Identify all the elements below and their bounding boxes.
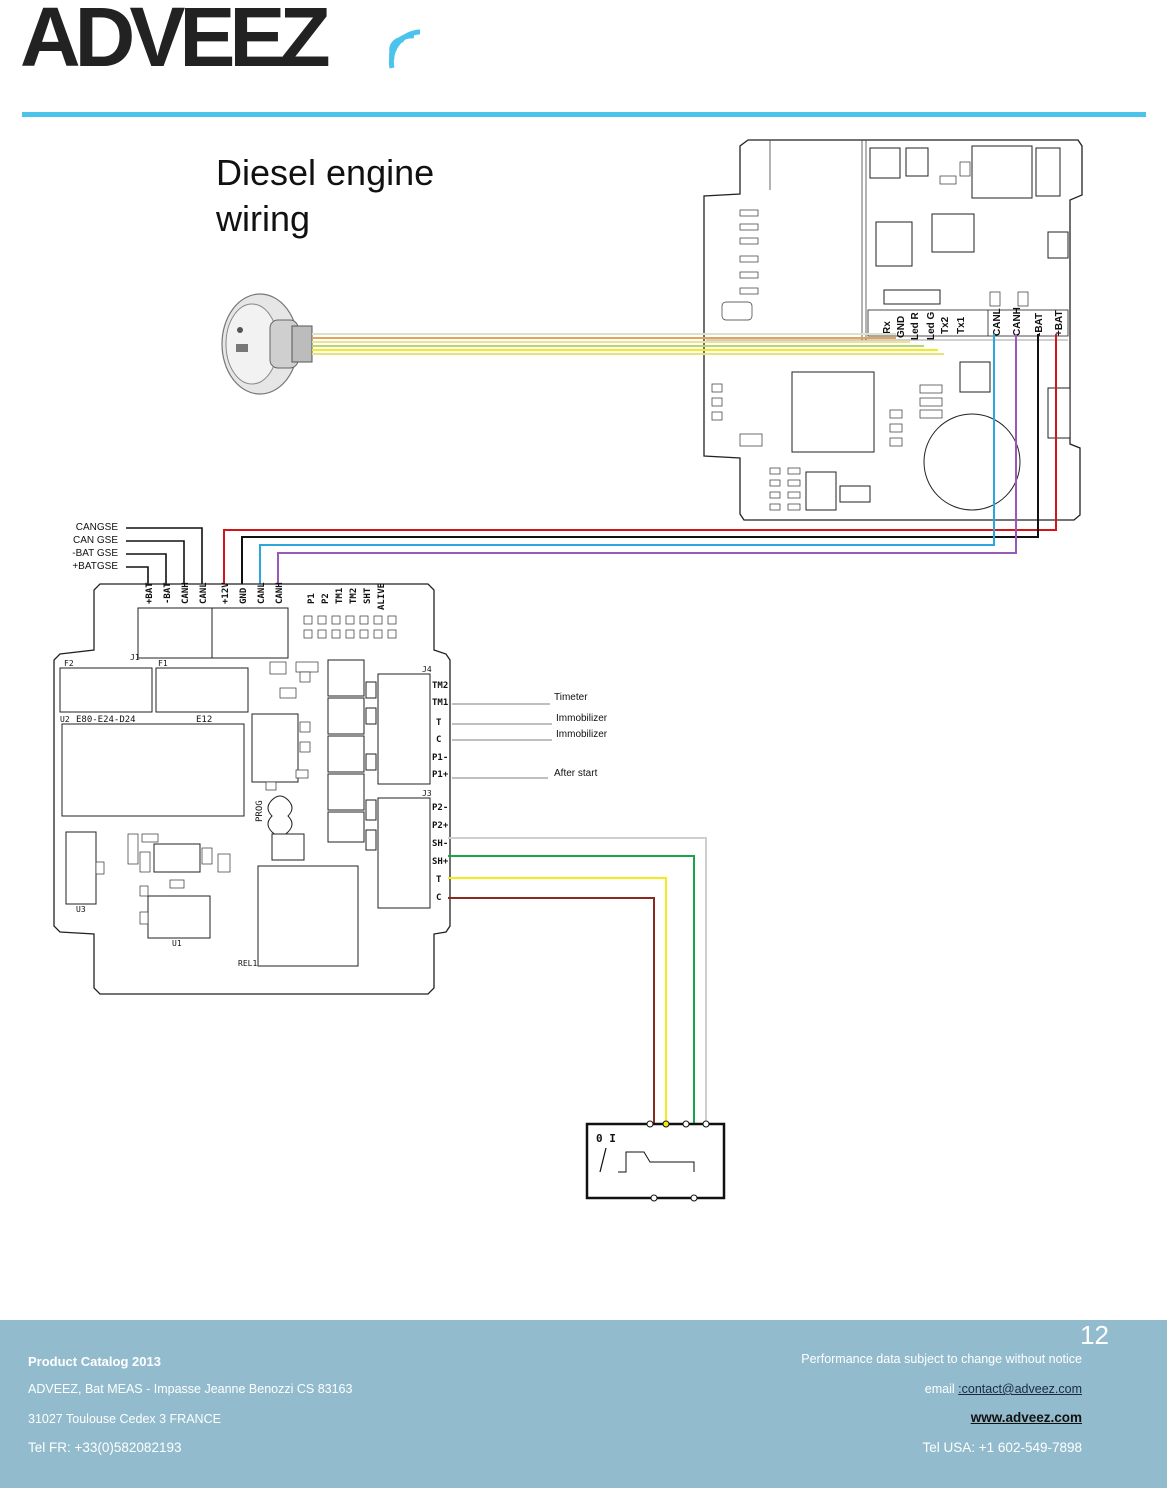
tel-usa: Tel USA: +1 602-549-7898	[922, 1440, 1082, 1455]
board-pin: +BAT	[145, 582, 155, 604]
power-can-cables	[223, 334, 1057, 586]
tracker-pin: Led G	[926, 311, 937, 340]
board-pin: TM1	[432, 698, 448, 708]
key-switch: 0 I	[585, 1120, 726, 1202]
page-number: 12	[1080, 1320, 1109, 1350]
board-pin: TM2	[349, 588, 359, 604]
gse-label: +BATGSE	[72, 561, 118, 572]
tracker-pin: CANH	[1012, 307, 1023, 336]
board-pin: P2+	[432, 821, 449, 831]
tracker-pin: +BAT	[1054, 310, 1065, 336]
board-pin: CANL	[257, 582, 267, 604]
gse-label: -BAT GSE	[72, 548, 118, 559]
wifi-icon	[388, 29, 420, 69]
catalog-title: Product Catalog 2013	[28, 1354, 161, 1369]
header-divider	[22, 112, 1146, 117]
label-e12: E12	[196, 715, 212, 725]
website-link[interactable]: www.adveez.com	[970, 1410, 1082, 1425]
signal-label: Immobilizer	[556, 713, 608, 724]
gse-label: CANGSE	[76, 522, 119, 533]
tracker-pin-labels: Rx GND Led R Led G Tx2 Tx1 CANL CANH -BA…	[882, 307, 1065, 340]
tracker-pin: Led R	[910, 311, 921, 340]
address-line-1: ADVEEZ, Bat MEAS - Impasse Jeanne Benozz…	[28, 1382, 353, 1396]
tracker-pin: Tx1	[956, 316, 967, 334]
logo-text: ADVEEZ	[20, 0, 328, 72]
tracker-board	[703, 139, 1083, 521]
key-switch-label: 0 I	[596, 1132, 616, 1145]
board-pin: +12V	[221, 582, 231, 604]
board-top-pin-labels: +BAT -BAT CANH CANL +12V GND CANL CANH P…	[145, 582, 387, 610]
email-line: email :contact@adveez.com	[925, 1382, 1082, 1396]
board-pin: TM2	[432, 681, 448, 691]
label-j3: J3	[422, 789, 432, 798]
button-cables	[312, 333, 944, 355]
board-pin: SH-	[432, 839, 448, 849]
signal-leaders	[452, 703, 552, 779]
label-prog: PROG	[255, 800, 265, 822]
page-footer: Product Catalog 2013 ADVEEZ, Bat MEAS - …	[0, 1320, 1167, 1488]
board-component-labels: J1 F1 F2 U2 E80-E24-D24 E12 PROG REL1 J3…	[60, 653, 432, 968]
label-e80: E80-E24-D24	[76, 715, 136, 725]
board-pin: P2	[321, 593, 331, 604]
wiring-diagram: Rx GND Led R Led G Tx2 Tx1 CANL CANH -BA…	[53, 139, 1083, 1202]
board-pin: CANH	[181, 582, 191, 604]
board-pin: P1	[307, 593, 317, 604]
board-pin: GND	[239, 587, 249, 604]
board-pin: CANH	[275, 582, 285, 604]
board-pin: CANL	[199, 582, 209, 604]
email-prefix: email	[924, 1382, 959, 1396]
diagram-title: Diesel engine wiring	[216, 150, 434, 242]
tracker-pin: CANL	[992, 308, 1003, 336]
signal-labels: Timeter Immobilizer Immobilizer After st…	[554, 692, 608, 779]
label-u1: U1	[172, 939, 182, 948]
board-pin: P1+	[432, 770, 449, 780]
signal-label: After start	[554, 768, 598, 779]
gse-labels: CANGSE CAN GSE -BAT GSE +BATGSE	[72, 522, 118, 572]
signal-label: Immobilizer	[556, 729, 608, 740]
board-pin: -BAT	[163, 582, 173, 604]
label-j1: J1	[130, 653, 140, 662]
board-pin: SHT	[363, 587, 373, 604]
tracker-pin: Rx	[882, 321, 893, 334]
label-j4: J4	[422, 665, 432, 674]
tracker-pin: GND	[896, 316, 907, 338]
board-pin: C	[436, 735, 441, 745]
board-pin: SH+	[432, 857, 449, 867]
relay-board	[53, 583, 451, 995]
label-u2: U2	[60, 715, 70, 724]
adveez-logo: ADVEEZ	[20, 0, 420, 72]
email-link[interactable]: :contact@adveez.com	[958, 1382, 1082, 1396]
signal-label: Timeter	[554, 692, 588, 703]
tracker-pin: Tx2	[940, 316, 951, 334]
board-pin: T	[436, 718, 442, 728]
title-line-2: wiring	[216, 198, 311, 239]
label-u3: U3	[76, 905, 86, 914]
board-right-pin-labels: TM2 TM1 T C P1- P1+ P2- P2+ SH- SH+ T C	[432, 681, 449, 903]
label-rel1: REL1	[238, 959, 257, 968]
board-pin: ALIVE	[377, 583, 387, 610]
tracker-pin: -BAT	[1034, 313, 1045, 336]
label-f1: F1	[158, 659, 168, 668]
board-pin: C	[436, 893, 441, 903]
board-pin: TM1	[335, 588, 345, 604]
gse-label: CAN GSE	[73, 535, 118, 546]
board-pin: P2-	[432, 803, 448, 813]
label-f2: F2	[64, 659, 74, 668]
tel-fr: Tel FR: +33(0)582082193	[28, 1440, 182, 1455]
key-switch-wires	[448, 837, 707, 1198]
notice: Performance data subject to change witho…	[801, 1352, 1082, 1366]
gse-wires	[126, 527, 203, 586]
title-line-1: Diesel engine	[216, 152, 435, 193]
board-pin: P1-	[432, 753, 448, 763]
board-pin: T	[436, 875, 442, 885]
push-button-icon	[221, 293, 313, 395]
address-line-2: 31027 Toulouse Cedex 3 FRANCE	[28, 1412, 221, 1426]
